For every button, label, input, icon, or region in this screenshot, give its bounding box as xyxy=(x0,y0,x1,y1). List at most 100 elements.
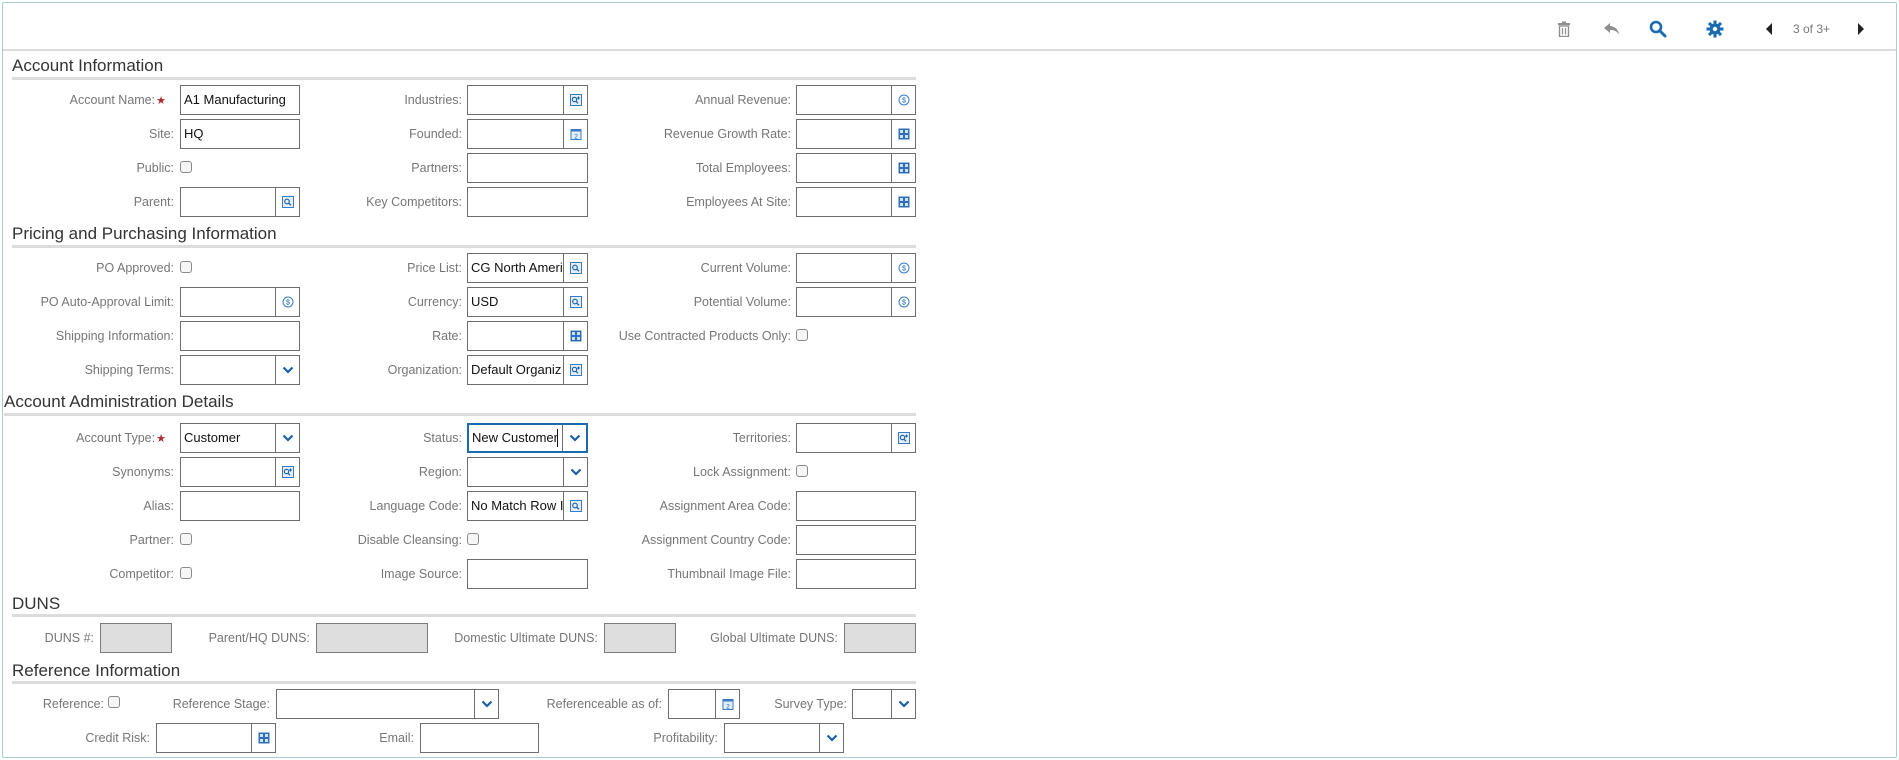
duns-number-label: DUNS #: xyxy=(44,631,94,645)
calendar-icon[interactable] xyxy=(715,690,739,718)
prev-record-icon[interactable] xyxy=(1760,20,1778,38)
calculator-icon[interactable] xyxy=(563,322,587,350)
section-title-pricing: Pricing and Purchasing Information xyxy=(12,224,277,243)
chevron-down-icon[interactable] xyxy=(563,458,587,486)
currency-icon[interactable] xyxy=(891,254,915,282)
partners-field[interactable] xyxy=(467,153,588,183)
competitor-checkbox[interactable] xyxy=(180,567,192,579)
parent-hq-duns-label: Parent/HQ DUNS: xyxy=(208,631,310,645)
chevron-down-icon[interactable] xyxy=(275,424,299,452)
assignment-area-code-field[interactable] xyxy=(796,491,916,521)
pick-icon[interactable] xyxy=(275,188,299,216)
referenceable-as-of-field[interactable] xyxy=(668,689,740,719)
industries-field[interactable] xyxy=(467,85,588,115)
account-type-label: Account Type:★ xyxy=(76,431,166,445)
region-dropdown[interactable] xyxy=(467,457,588,487)
pick-icon[interactable] xyxy=(563,288,587,316)
partner-label: Partner: xyxy=(129,533,174,547)
gear-icon[interactable] xyxy=(1706,20,1724,38)
mvg-icon[interactable] xyxy=(891,424,915,452)
chevron-down-icon[interactable] xyxy=(474,690,498,718)
use-contracted-products-checkbox[interactable] xyxy=(796,329,808,341)
po-approved-label: PO Approved: xyxy=(96,261,174,275)
price-list-field[interactable]: CG North Ameri xyxy=(467,253,588,283)
section-title-reference: Reference Information xyxy=(12,661,181,680)
image-source-field[interactable] xyxy=(467,559,588,589)
pick-icon[interactable] xyxy=(563,254,587,282)
next-record-icon[interactable] xyxy=(1852,20,1870,38)
account-name-field[interactable]: A1 Manufacturing xyxy=(180,85,300,115)
language-code-label: Language Code: xyxy=(369,499,462,513)
partner-checkbox[interactable] xyxy=(180,533,192,545)
shipping-information-field[interactable] xyxy=(180,321,300,351)
synonyms-field[interactable] xyxy=(180,457,300,487)
rate-field[interactable] xyxy=(467,321,588,351)
thumbnail-image-file-field[interactable] xyxy=(796,559,916,589)
calculator-icon[interactable] xyxy=(891,188,915,216)
current-volume-label: Current Volume: xyxy=(700,261,791,275)
record-pager-text: 3 of 3+ xyxy=(1793,22,1831,36)
site-field[interactable]: HQ xyxy=(180,119,300,149)
lock-assignment-checkbox[interactable] xyxy=(796,465,808,477)
reference-label: Reference: xyxy=(42,697,104,711)
employees-at-site-field[interactable] xyxy=(796,187,916,217)
po-approved-checkbox[interactable] xyxy=(180,261,192,273)
shipping-information-label: Shipping Information: xyxy=(55,329,174,343)
parent-field[interactable] xyxy=(180,187,300,217)
email-label: Email: xyxy=(379,731,414,745)
disable-cleansing-checkbox[interactable] xyxy=(467,533,479,545)
trash-icon[interactable] xyxy=(1555,20,1573,38)
organization-field[interactable]: Default Organiz xyxy=(467,355,588,385)
public-label: Public: xyxy=(136,161,174,175)
account-type-dropdown[interactable]: Customer xyxy=(180,423,300,453)
undo-icon[interactable] xyxy=(1603,20,1621,38)
section-divider xyxy=(12,245,916,248)
email-field[interactable] xyxy=(420,723,539,753)
applet-toolbar xyxy=(3,3,1896,51)
chevron-down-icon[interactable] xyxy=(819,724,843,752)
public-checkbox[interactable] xyxy=(180,161,192,173)
calendar-icon[interactable] xyxy=(563,120,587,148)
shipping-terms-dropdown[interactable] xyxy=(180,355,300,385)
calculator-icon[interactable] xyxy=(891,154,915,182)
parent-label: Parent: xyxy=(133,195,174,209)
lock-assignment-label: Lock Assignment: xyxy=(693,465,791,479)
total-employees-field[interactable] xyxy=(796,153,916,183)
annual-revenue-field[interactable] xyxy=(796,85,916,115)
reference-stage-dropdown[interactable] xyxy=(276,689,499,719)
survey-type-dropdown[interactable] xyxy=(852,689,916,719)
pick-icon[interactable] xyxy=(563,492,587,520)
chevron-down-icon[interactable] xyxy=(275,356,299,384)
current-volume-field[interactable] xyxy=(796,253,916,283)
total-employees-label: Total Employees: xyxy=(695,161,791,175)
assignment-country-code-field[interactable] xyxy=(796,525,916,555)
global-ultimate-duns-field xyxy=(844,623,916,653)
mvg-icon[interactable] xyxy=(563,356,587,384)
currency-field[interactable]: USD xyxy=(467,287,588,317)
section-divider xyxy=(12,681,916,684)
mvg-icon[interactable] xyxy=(275,458,299,486)
chevron-down-icon[interactable] xyxy=(891,690,915,718)
profitability-dropdown[interactable] xyxy=(724,723,844,753)
key-competitors-field[interactable] xyxy=(467,187,588,217)
credit-risk-field[interactable] xyxy=(156,723,276,753)
potential-volume-field[interactable] xyxy=(796,287,916,317)
revenue-growth-rate-field[interactable] xyxy=(796,119,916,149)
section-divider xyxy=(12,77,916,80)
section-divider xyxy=(12,614,916,617)
status-dropdown[interactable]: New Customer xyxy=(467,423,588,453)
reference-checkbox[interactable] xyxy=(108,696,120,708)
mvg-icon[interactable] xyxy=(563,86,587,114)
po-auto-approval-limit-field[interactable] xyxy=(180,287,300,317)
search-icon[interactable] xyxy=(1649,20,1667,38)
founded-field[interactable] xyxy=(467,119,588,149)
calculator-icon[interactable] xyxy=(891,120,915,148)
calculator-icon[interactable] xyxy=(251,724,275,752)
territories-field[interactable] xyxy=(796,423,916,453)
language-code-field[interactable]: No Match Row I xyxy=(467,491,588,521)
chevron-down-icon[interactable] xyxy=(562,425,586,451)
currency-icon[interactable] xyxy=(891,288,915,316)
currency-icon[interactable] xyxy=(275,288,299,316)
currency-icon[interactable] xyxy=(891,86,915,114)
alias-field[interactable] xyxy=(180,491,300,521)
